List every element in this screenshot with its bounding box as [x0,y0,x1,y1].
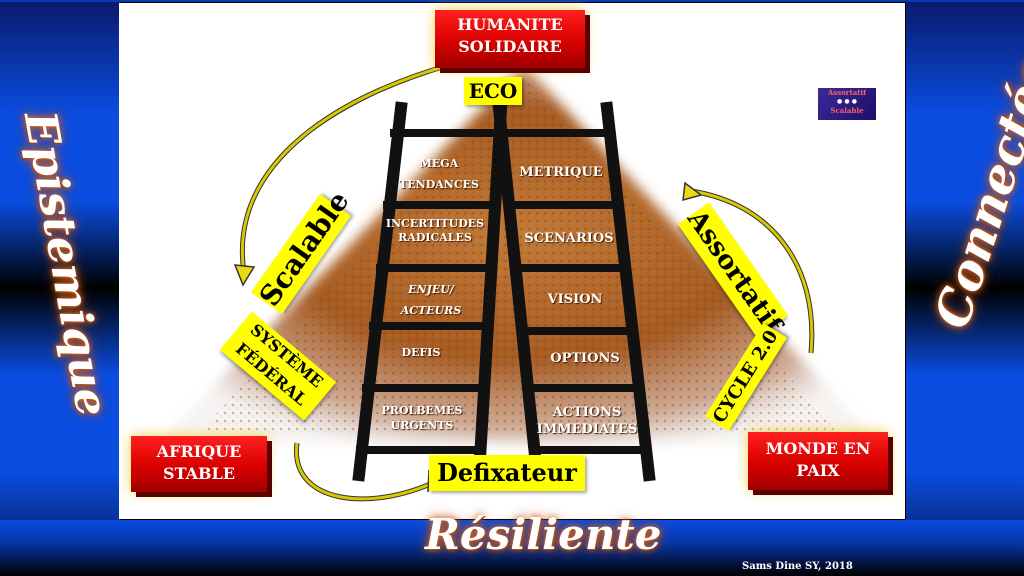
rung-left-5: PROLBEMES URGENTS [381,404,463,432]
top-band [0,0,1024,2]
cycle-arrows [239,62,815,502]
rung-left-1: MEGA TENDANCES [399,157,479,191]
diagram-canvas: MEGA TENDANCES INCERTITUDES RADICALES EN… [119,3,905,519]
rung-right-2: SCENARIOS [524,231,614,246]
assortatif-scalable-badge: Assortatif ● ● ● Scalable [818,88,876,120]
monde-en-paix-box: MONDE EN PAIX [748,432,888,490]
right-blue-panel [906,0,1024,576]
rung-right-5: ACTIONS IMMEDIATES [536,405,638,437]
left-blue-panel [0,0,120,576]
pyramid-graphic [159,62,879,502]
eco-label: ECO [464,77,522,105]
afrique-stable-box: AFRIQUE STABLE [131,436,267,492]
badge-line-1: Assortatif [827,88,867,97]
right-ladder [492,101,656,482]
rung-left-3: ENJEU/ ACTEURS [400,283,462,317]
credit-text: Sams Dine SY, 2018 [742,561,853,572]
resiliente-word: Résiliente [425,510,662,559]
defixateur-label: Defixateur [429,455,585,491]
badge-line-2: Scalable [830,106,864,115]
rung-right-1: METRIQUE [519,165,603,180]
rung-left-2: INCERTITUDES RADICALES [385,217,485,244]
humanite-solidaire-box: HUMANITE SOLIDAIRE [435,10,585,68]
left-ladder [352,101,508,482]
rung-right-3: VISION [547,292,603,307]
bottom-blue-band [0,520,1024,576]
rung-left-4: DEFIS [401,346,441,359]
rung-right-4: OPTIONS [550,351,620,366]
